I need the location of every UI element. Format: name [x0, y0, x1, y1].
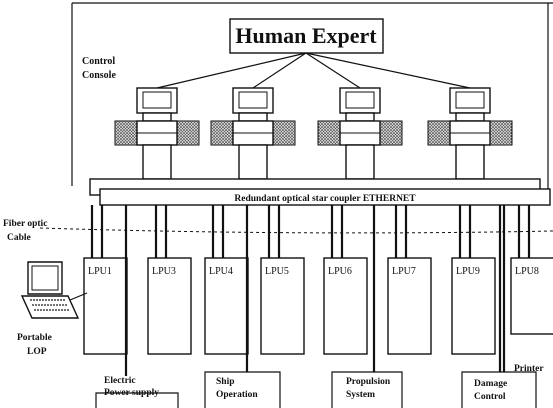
workstation-1 — [114, 87, 200, 180]
control-console-label-1: Control — [82, 56, 115, 67]
ethernet-bus — [99, 188, 551, 206]
ethernet-label: Redundant optical star coupler ETHERNET — [234, 194, 416, 204]
lpu-unit-7: LPU9 — [451, 205, 496, 355]
laptop-link — [69, 292, 88, 301]
subsystem-bus-lines — [124, 205, 506, 376]
lpu-box — [147, 257, 192, 355]
portable-lop-label-2: LOP — [27, 347, 47, 357]
human-expert-box — [229, 18, 384, 54]
expert-links — [156, 52, 471, 89]
fiber-optic-cable — [39, 227, 553, 234]
printer-label: Printer — [514, 364, 544, 374]
lpu-label: LPU7 — [392, 266, 416, 277]
workstation-2 — [210, 87, 296, 180]
workstations — [114, 87, 513, 180]
lpu-box — [323, 257, 368, 355]
lpu-label: LPU1 — [88, 266, 112, 277]
workstation-3 — [317, 87, 403, 180]
lpu-label: LPU9 — [456, 266, 480, 277]
lpu-label: LPU4 — [209, 266, 233, 277]
lpu-label: LPU6 — [328, 266, 352, 277]
laptop-icon — [20, 261, 80, 319]
subsystem-damage-line1: Damage — [474, 379, 507, 389]
fiber-optic-label-2: Cable — [7, 233, 31, 243]
control-console-label-2: Console — [82, 70, 116, 81]
subsystem-propulsion-line2: System — [346, 390, 375, 400]
subsystem-electric: Electric Power supply — [95, 376, 179, 408]
lpu-unit-1: LPU1 — [83, 205, 128, 355]
lpu-box — [260, 257, 305, 355]
subsystem-ship-line2: Operation — [216, 390, 258, 400]
subsystem-ship-operation: Ship Operation — [204, 371, 281, 408]
control-console-frame — [71, 2, 553, 205]
workstation-4 — [427, 87, 513, 180]
subsystem-propulsion: Propulsion System — [331, 371, 403, 408]
lpu-box — [387, 257, 432, 355]
lpu-box — [451, 257, 496, 355]
lpu-label: LPU5 — [265, 266, 289, 277]
portable-lop-label-1: Portable — [17, 333, 52, 343]
fiber-optic-label-1: Fiber optic — [3, 219, 47, 229]
lpu-unit-3: LPU4 — [204, 205, 249, 355]
lpu-units: LPU1 LPU3 LPU4 LPU5 LPU6 LPU7 LPU9 LPU8 — [83, 205, 553, 355]
subsystem-damage-control: Damage Control — [461, 371, 537, 408]
lpu-unit-4: LPU5 — [260, 205, 305, 355]
human-expert-label: Human Expert — [235, 23, 377, 48]
lpu-box — [83, 257, 128, 355]
subsystem-propulsion-line1: Propulsion — [346, 377, 391, 387]
lpu-unit-8: LPU8 — [510, 205, 553, 335]
subsystem-electric-line2: Power supply — [104, 388, 159, 398]
lpu-label: LPU8 — [515, 266, 539, 277]
lpu-label: LPU3 — [152, 266, 176, 277]
lpu-box — [510, 257, 553, 335]
lpu-unit-2: LPU3 — [147, 205, 192, 355]
subsystem-ship-line1: Ship — [216, 377, 235, 387]
lpu-unit-6: LPU7 — [387, 205, 432, 355]
subsystem-electric-line1: Electric — [104, 376, 136, 386]
subsystem-damage-line2: Control — [474, 392, 506, 402]
lpu-unit-5: LPU6 — [323, 205, 368, 355]
